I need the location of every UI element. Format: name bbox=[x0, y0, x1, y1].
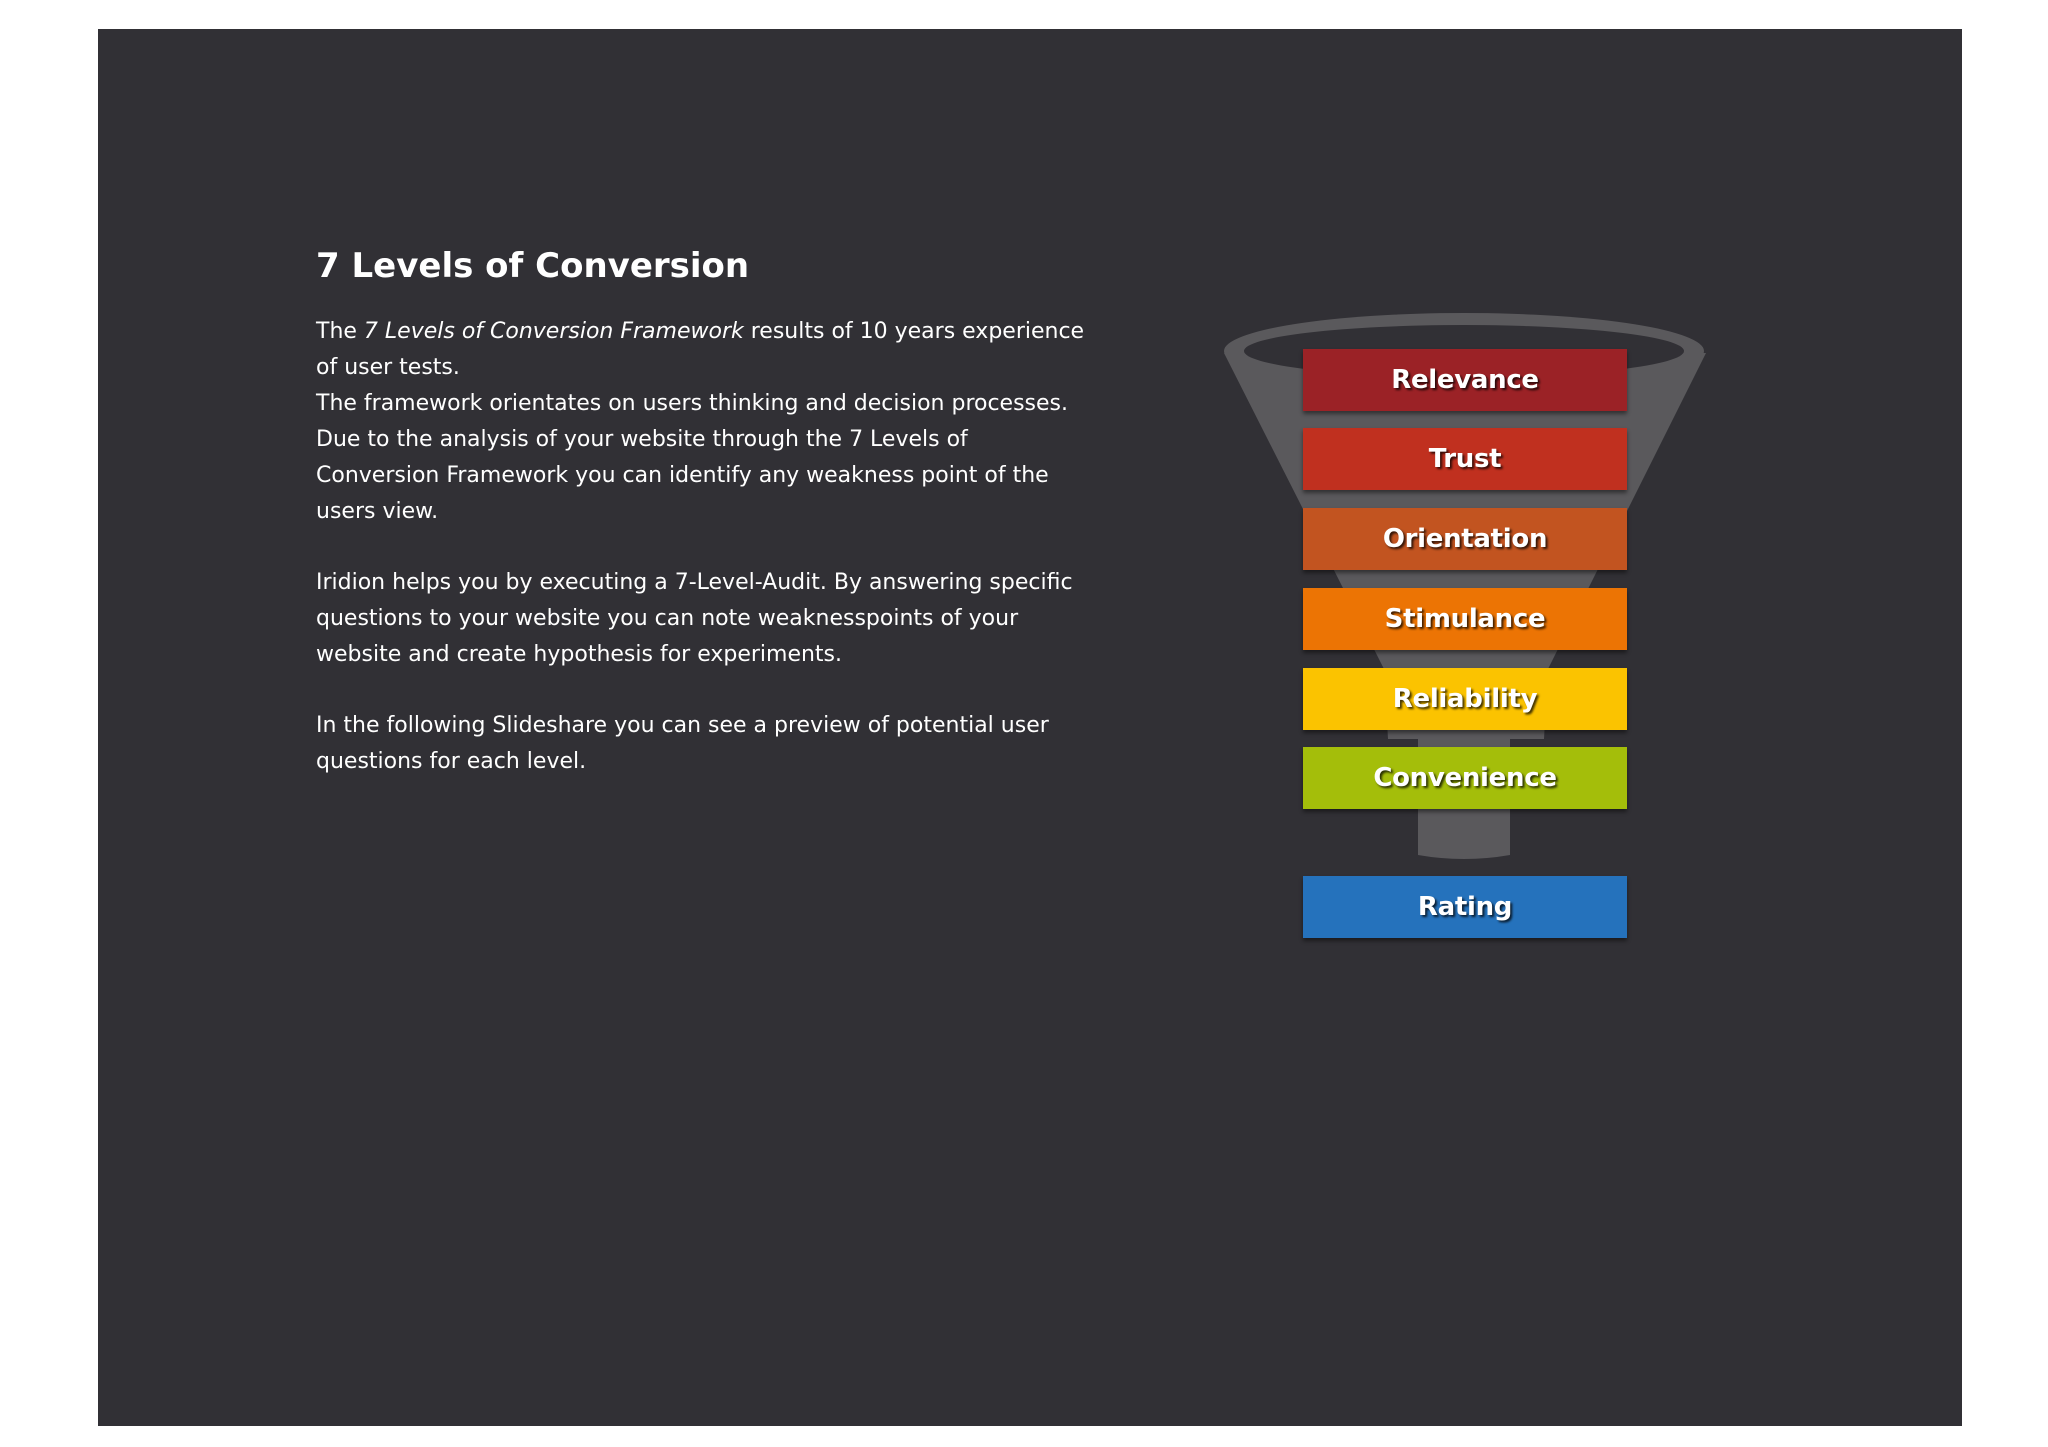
intro-paragraph: The 7 Levels of Conversion Framework res… bbox=[316, 314, 1086, 530]
level-label: Rating bbox=[1417, 892, 1513, 922]
audit-paragraph: Iridion helps you by executing a 7-Level… bbox=[316, 570, 1073, 668]
conversion-funnel-diagram: Relevance Trust Orientation Stimulance R… bbox=[1218, 309, 1718, 969]
level-label: Stimulance bbox=[1384, 604, 1546, 634]
level-label: Reliability bbox=[1392, 684, 1538, 714]
slide-title: 7 Levels of Conversion bbox=[316, 246, 750, 286]
level-label: Trust bbox=[1428, 444, 1502, 474]
level-convenience: Convenience bbox=[1303, 747, 1627, 809]
level-label: Convenience bbox=[1373, 763, 1557, 793]
level-trust: Trust bbox=[1303, 428, 1627, 490]
level-label: Orientation bbox=[1382, 524, 1548, 554]
slide: 7 Levels of Conversion The 7 Levels of C… bbox=[98, 29, 1962, 1426]
level-stimulance: Stimulance bbox=[1303, 588, 1627, 650]
level-rating: Rating bbox=[1303, 876, 1627, 938]
intro-pre: The bbox=[316, 319, 364, 345]
level-label: Relevance bbox=[1391, 365, 1539, 395]
preview-paragraph: In the following Slideshare you can see … bbox=[316, 713, 1049, 775]
intro-line2: The framework orientates on users thinki… bbox=[316, 391, 1069, 525]
text-column: 7 Levels of Conversion The 7 Levels of C… bbox=[316, 244, 1086, 815]
level-reliability: Reliability bbox=[1303, 668, 1627, 730]
level-relevance: Relevance bbox=[1303, 349, 1627, 411]
level-orientation: Orientation bbox=[1303, 508, 1627, 570]
intro-post: results of 10 years experience of user t… bbox=[316, 319, 1085, 381]
framework-name: 7 Levels of Conversion Framework bbox=[363, 319, 744, 345]
